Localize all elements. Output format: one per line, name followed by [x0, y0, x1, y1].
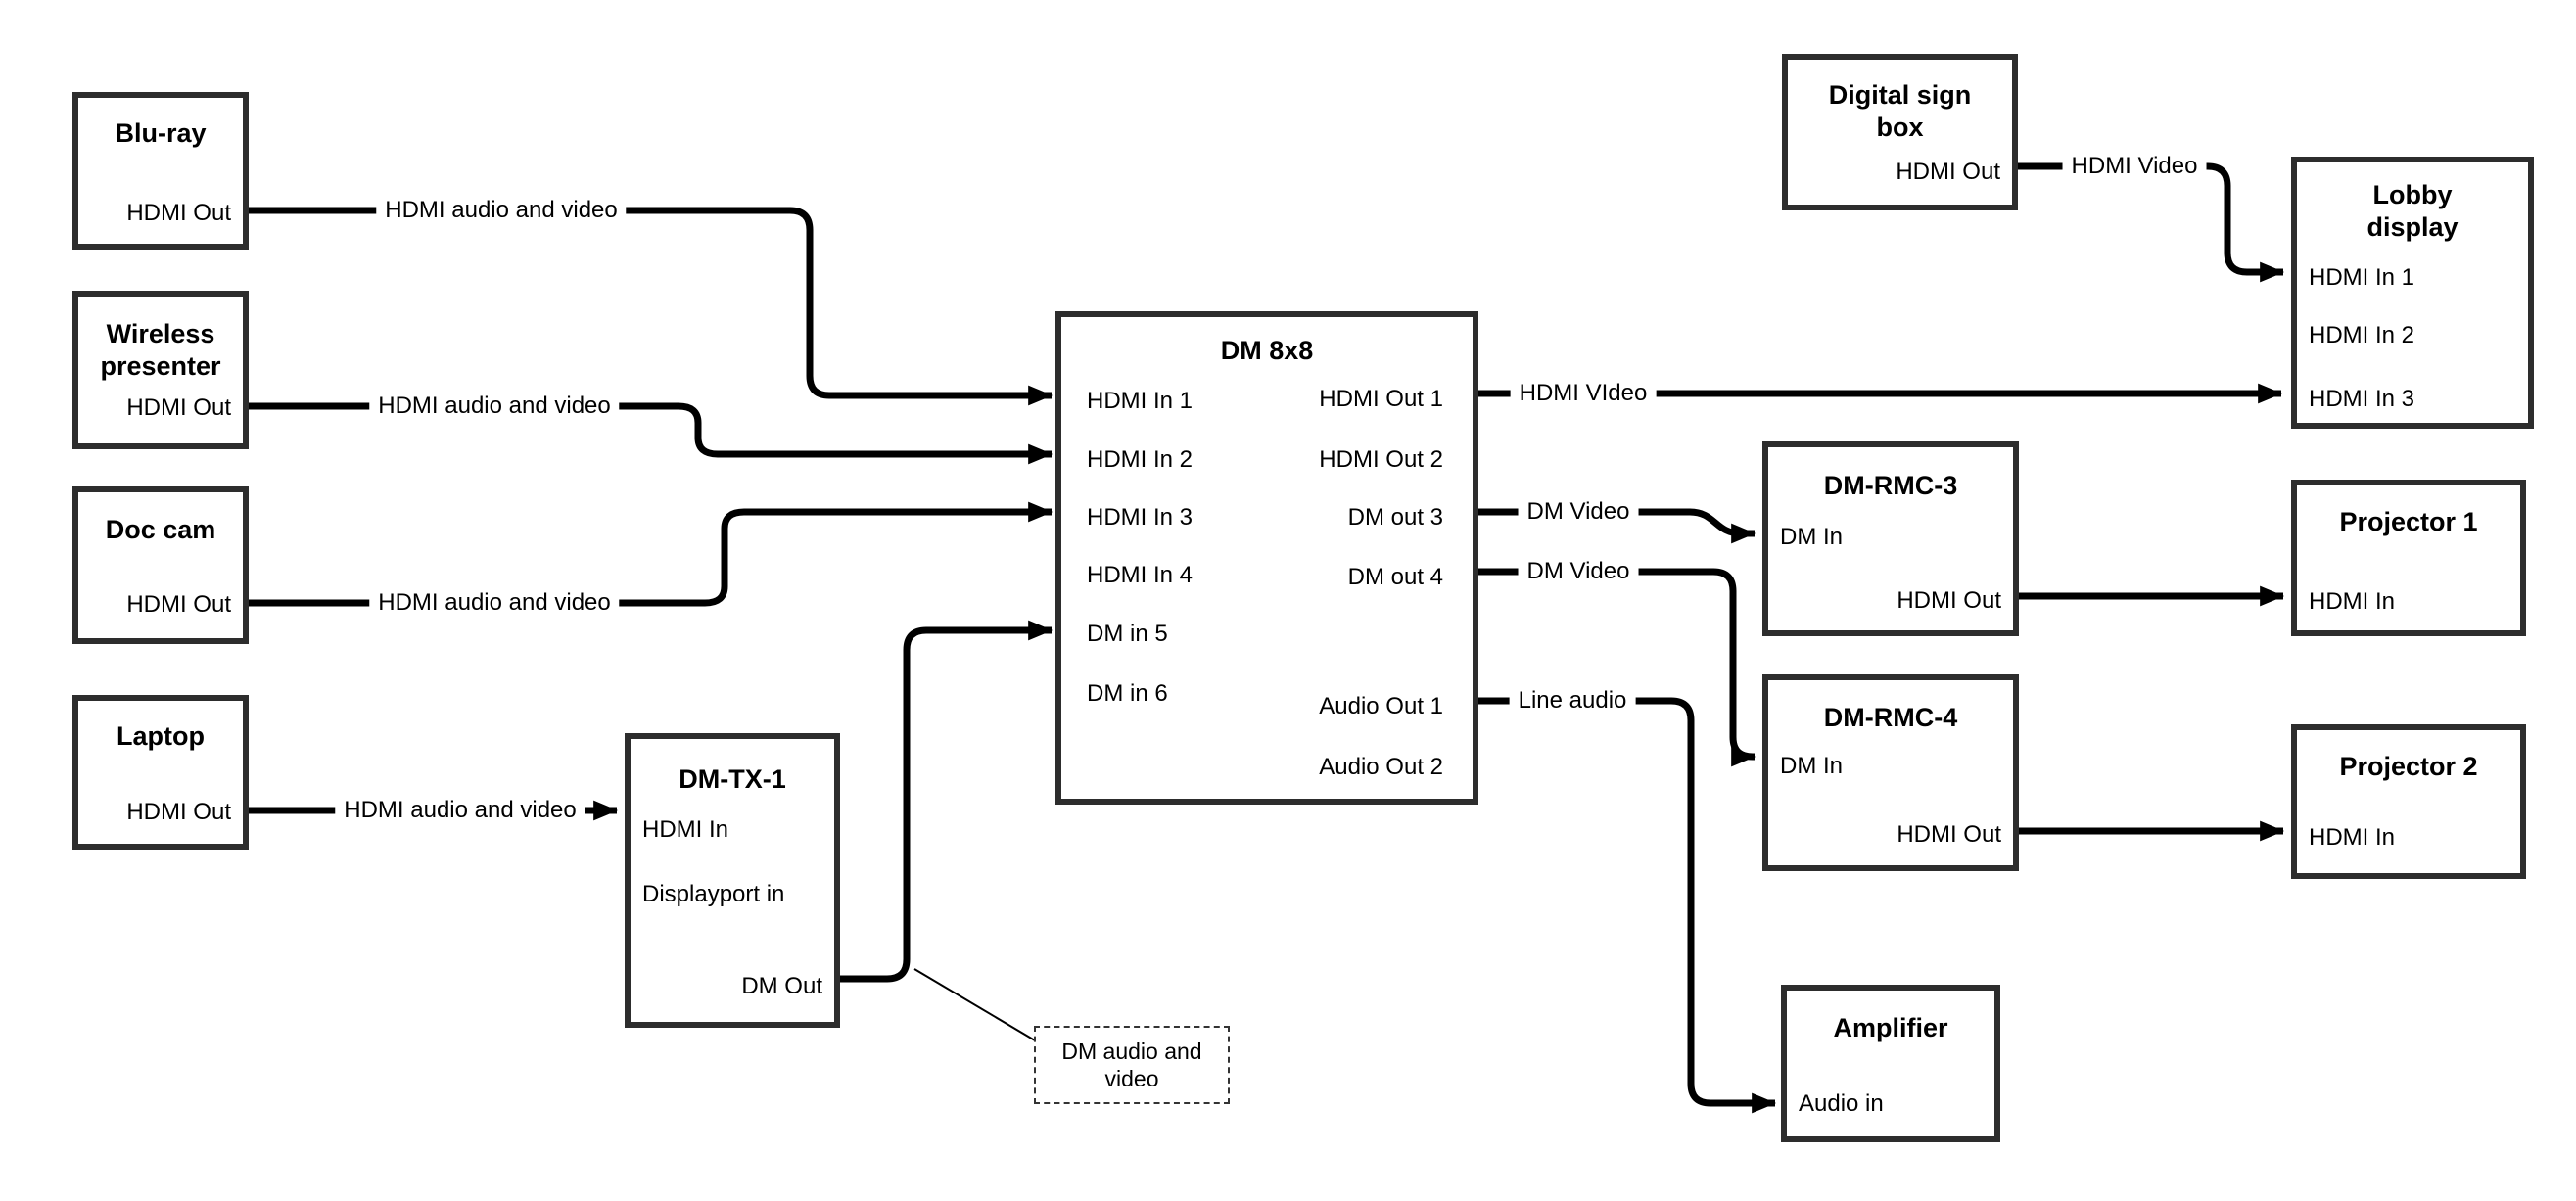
wire-label-digitalsign-hdmi-video: HDMI Video [2062, 152, 2207, 181]
node-dmrmc4: DM-RMC-4 DM In HDMI Out [1762, 674, 2019, 871]
port-dmrmc3-hdmi-out: HDMI Out [1897, 587, 2001, 614]
node-digital-sign-box-title-line2: box [1876, 113, 1924, 142]
port-dm8x8-hdmi-out-2: HDMI Out 2 [1319, 446, 1443, 473]
callout-leader-line [913, 968, 1036, 1041]
callout-text-line1: DM audio and [1061, 1039, 1202, 1064]
port-dmrmc4-hdmi-out: HDMI Out [1897, 821, 2001, 848]
callout-dm-audio-and-video: DM audio and video [1034, 1026, 1230, 1104]
port-dmtx1-hdmi-in: HDMI In [642, 816, 729, 843]
port-dm8x8-hdmi-in-2: HDMI In 2 [1087, 446, 1194, 473]
node-bluray-title: Blu-ray [115, 118, 207, 148]
port-amplifier-audio-in: Audio in [1799, 1090, 1884, 1117]
wire-bluray-to-dm8x8-in1 [249, 207, 1054, 406]
node-doccam-title: Doc cam [105, 515, 216, 544]
wire-label-line-audio: Line audio [1509, 686, 1636, 716]
port-dmrmc3-dm-in: DM In [1780, 524, 1844, 550]
wire-label-laptop-hdmi-av: HDMI audio and video [335, 796, 585, 825]
port-bluray-hdmi-out: HDMI Out [126, 200, 231, 226]
port-dm8x8-hdmi-in-4: HDMI In 4 [1087, 562, 1194, 588]
port-wireless-hdmi-out: HDMI Out [126, 394, 231, 421]
node-dmrmc3: DM-RMC-3 DM In HDMI Out [1762, 441, 2019, 636]
port-dm8x8-dm-in-6: DM in 6 [1087, 680, 1168, 707]
port-lobby-hdmi-in-3: HDMI In 3 [2309, 386, 2415, 412]
port-laptop-hdmi-out: HDMI Out [126, 799, 231, 825]
wire-wireless-to-dm8x8-in2 [249, 402, 1054, 465]
port-dm8x8-audio-out-1: Audio Out 1 [1319, 693, 1443, 719]
node-digital-sign-box: Digital sign box HDMI Out [1782, 54, 2018, 210]
node-wireless-presenter-title-line1: Wireless [106, 319, 215, 348]
node-amplifier: Amplifier Audio in [1781, 985, 2000, 1142]
wire-dm8x8-out4-to-dmrmc4 [1478, 568, 1756, 767]
port-dmtx1-dm-out: DM Out [741, 973, 822, 999]
node-laptop-title: Laptop [117, 721, 205, 751]
port-doccam-hdmi-out: HDMI Out [126, 591, 231, 618]
node-amplifier-title: Amplifier [1833, 1013, 1948, 1042]
node-laptop: Laptop HDMI Out [72, 695, 249, 850]
port-dmrmc4-dm-in: DM In [1780, 753, 1844, 779]
wire-digitalsign-to-lobby-in1 [2018, 162, 2285, 283]
port-dm8x8-hdmi-in-3: HDMI In 3 [1087, 504, 1194, 531]
wire-label-doccam-hdmi-av: HDMI audio and video [369, 588, 620, 618]
node-wireless-presenter-title: Wireless presenter [78, 318, 243, 383]
port-projector1-hdmi-in: HDMI In [2309, 588, 2396, 615]
node-dmrmc3-title: DM-RMC-3 [1823, 471, 1958, 500]
node-lobby-display: Lobby display HDMI In 1 HDMI In 2 HDMI I… [2291, 157, 2534, 429]
node-dm8x8-title: DM 8x8 [1220, 336, 1314, 365]
wire-doccam-to-dm8x8-in3 [249, 501, 1054, 607]
port-lobby-hdmi-in-2: HDMI In 2 [2309, 322, 2415, 348]
node-projector2-title: Projector 2 [2339, 752, 2478, 781]
callout-text-line2: video [1104, 1066, 1159, 1091]
node-lobby-display-title-line2: display [2366, 212, 2459, 242]
port-dm8x8-hdmi-in-1: HDMI In 1 [1087, 388, 1194, 414]
wire-label-dm-video-out4: DM Video [1518, 557, 1639, 586]
wire-label-wireless-hdmi-av: HDMI audio and video [369, 392, 620, 421]
port-projector2-hdmi-in: HDMI In [2309, 824, 2396, 851]
node-lobby-display-title: Lobby display [2297, 179, 2528, 244]
node-digital-sign-box-title-line1: Digital sign [1828, 80, 1972, 110]
node-wireless-presenter: Wireless presenter HDMI Out [72, 291, 249, 449]
node-bluray: Blu-ray HDMI Out [72, 92, 249, 250]
port-dm8x8-hdmi-out-1: HDMI Out 1 [1319, 386, 1443, 412]
node-dmtx1-title: DM-TX-1 [679, 764, 786, 794]
wire-dm8x8-audio1-to-amplifier [1478, 697, 1777, 1114]
wire-label-hdmi-video-out1: HDMI VIdeo [1510, 379, 1657, 408]
node-projector2: Projector 2 HDMI In [2291, 724, 2526, 879]
node-projector1: Projector 1 HDMI In [2291, 480, 2526, 636]
wire-label-bluray-hdmi-av: HDMI audio and video [376, 196, 627, 225]
port-lobby-hdmi-in-1: HDMI In 1 [2309, 264, 2415, 291]
node-projector1-title: Projector 1 [2339, 507, 2478, 536]
port-digital-sign-hdmi-out: HDMI Out [1896, 159, 2000, 185]
node-dmrmc4-title: DM-RMC-4 [1823, 703, 1958, 732]
wire-dmtx1-to-dm8x8-in5 [840, 620, 1054, 983]
wire-dm8x8-out3-to-dmrmc3 [1478, 508, 1756, 544]
port-dm8x8-dm-out-4: DM out 4 [1347, 564, 1443, 590]
port-dm8x8-audio-out-2: Audio Out 2 [1319, 754, 1443, 780]
port-dm8x8-dm-out-3: DM out 3 [1347, 504, 1443, 531]
wire-label-dm-video-out3: DM Video [1518, 497, 1639, 527]
port-dmtx1-displayport-in: Displayport in [642, 881, 785, 907]
node-wireless-presenter-title-line2: presenter [100, 351, 221, 381]
port-dm8x8-dm-in-5: DM in 5 [1087, 621, 1168, 647]
node-doccam: Doc cam HDMI Out [72, 486, 249, 644]
node-dmtx1: DM-TX-1 HDMI In Displayport in DM Out [625, 733, 840, 1028]
node-lobby-display-title-line1: Lobby [2372, 180, 2453, 209]
node-digital-sign-box-title: Digital sign box [1788, 79, 2012, 144]
node-dm8x8: DM 8x8 HDMI In 1 HDMI In 2 HDMI In 3 HDM… [1055, 311, 1478, 805]
